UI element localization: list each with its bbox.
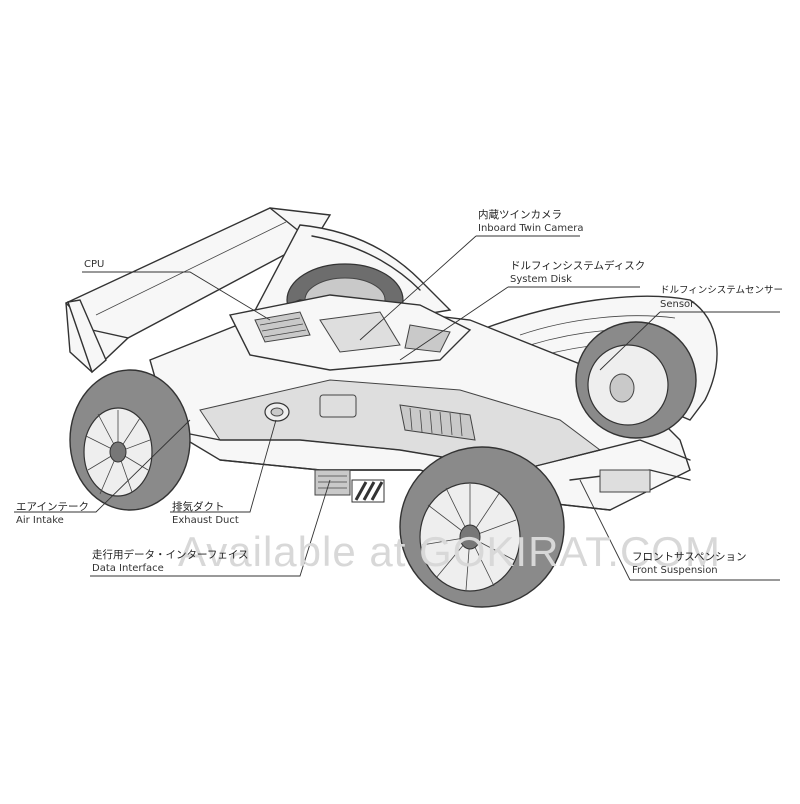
label-cpu-en: CPU bbox=[84, 259, 105, 270]
chassis bbox=[149, 294, 691, 511]
label-sensor: ドルフィンシステムセンサー Sensor bbox=[660, 284, 783, 312]
label-sensor-en: Sensor bbox=[660, 299, 695, 310]
front-left-wheel bbox=[399, 446, 565, 608]
label-data-interface-jp: 走行用データ・インターフェイス bbox=[92, 549, 249, 561]
label-camera-en: Inboard Twin Camera bbox=[478, 223, 584, 234]
label-air-intake-jp: エアインテーク bbox=[16, 501, 89, 513]
label-exhaust-duct: 排気ダクト Exhaust Duct bbox=[172, 500, 239, 528]
watermark-text: Available at GOKIRAT.COM bbox=[178, 528, 721, 575]
label-system-disk-jp: ドルフィンシステムディスク bbox=[510, 260, 646, 272]
label-front-suspension-jp: フロントサスペンション bbox=[632, 551, 747, 563]
label-cpu: CPU bbox=[84, 258, 104, 272]
label-sensor-jp: ドルフィンシステムセンサー bbox=[660, 285, 784, 296]
label-data-interface-en: Data Interface bbox=[92, 563, 164, 574]
leader-lines bbox=[14, 235, 780, 581]
label-exhaust-duct-en: Exhaust Duct bbox=[172, 515, 239, 526]
label-system-disk-en: System Disk bbox=[510, 274, 572, 285]
front-right-wheel bbox=[575, 321, 697, 439]
label-system-disk: ドルフィンシステムディスク System Disk bbox=[510, 259, 645, 287]
label-exhaust-duct-jp: 排気ダクト bbox=[172, 501, 225, 513]
label-front-suspension: フロントサスペンション Front Suspension bbox=[632, 550, 747, 578]
label-air-intake: エアインテーク Air Intake bbox=[16, 500, 89, 528]
label-data-interface: 走行用データ・インターフェイス Data Interface bbox=[92, 548, 249, 576]
label-air-intake-en: Air Intake bbox=[16, 515, 64, 526]
label-camera-jp: 内蔵ツインカメラ bbox=[478, 209, 562, 221]
rear-left-wheel bbox=[69, 369, 191, 511]
rear-wing bbox=[65, 207, 332, 374]
label-front-suspension-en: Front Suspension bbox=[632, 565, 718, 576]
label-camera: 内蔵ツインカメラ Inboard Twin Camera bbox=[478, 208, 584, 236]
